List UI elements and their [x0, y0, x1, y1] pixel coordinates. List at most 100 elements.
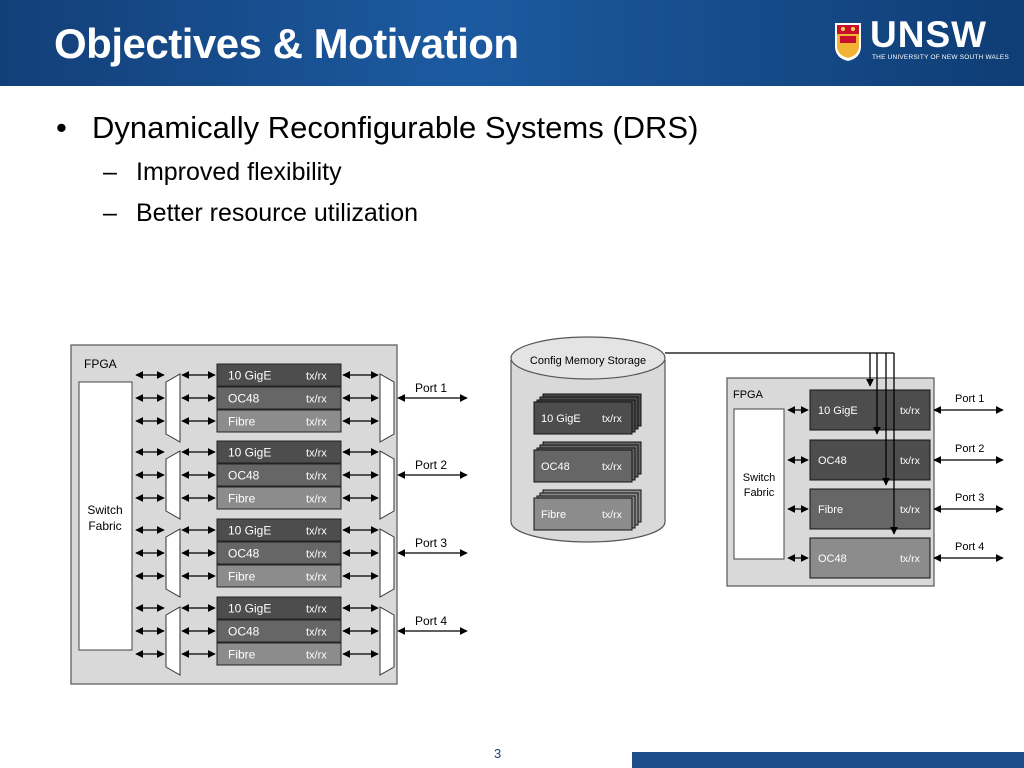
sub-bullet-text: Better resource utilization	[136, 199, 419, 227]
bullet-text: Dynamically Reconfigurable Systems (DRS)	[92, 110, 699, 145]
stack-label: OC48	[541, 461, 570, 473]
txrx-label: tx/rx	[306, 549, 327, 561]
interface-label: OC48	[228, 392, 260, 406]
interface-label: 10 GigE	[228, 602, 271, 616]
txrx-label: tx/rx	[900, 504, 921, 516]
output-mux	[379, 528, 395, 598]
txrx-label: tx/rx	[900, 405, 921, 417]
port-label: Port 4	[955, 541, 984, 553]
interface-block	[216, 486, 342, 510]
interface-label: OC48	[228, 625, 260, 639]
switch-fabric-label: Fabric	[88, 519, 121, 533]
port-label: Port 2	[415, 458, 447, 472]
interface-block	[216, 440, 342, 464]
bitstream-stack: Fibre tx/rx	[533, 489, 642, 531]
txrx-label: tx/rx	[900, 553, 921, 565]
input-mux	[165, 450, 181, 520]
port-label: Port 1	[955, 393, 984, 405]
dash-glyph: –	[103, 158, 117, 186]
interface-label: 10 GigE	[228, 524, 271, 538]
logo-subtext: THE UNIVERSITY OF NEW SOUTH WALES	[872, 54, 1009, 61]
interface-label: OC48	[228, 547, 260, 561]
interface-label: 10 GigE	[228, 369, 271, 383]
slot-block	[809, 389, 931, 431]
reconfigurable-slot: OC48 tx/rx Port 4	[787, 537, 1004, 579]
interface-block	[216, 363, 342, 387]
switch-fabric-label: Switch	[87, 503, 122, 517]
slot-block	[809, 439, 931, 481]
stack-front	[533, 497, 633, 531]
port-label: Port 1	[415, 381, 447, 395]
bullet-glyph: •	[56, 110, 67, 145]
txrx-label: tx/rx	[306, 526, 327, 538]
page-number: 3	[494, 746, 502, 761]
port-label: Port 3	[415, 536, 447, 550]
slot-block	[809, 537, 931, 579]
input-mux	[165, 606, 181, 676]
storage-cylinder-top	[510, 336, 666, 380]
crest-icon	[835, 23, 861, 61]
interface-block	[216, 564, 342, 588]
stack-front	[533, 449, 633, 483]
txrx-label: tx/rx	[900, 455, 921, 467]
sub-bullet-item: –Better resource utilization	[103, 199, 418, 228]
stack-front	[533, 401, 633, 435]
stack-label: 10 GigE	[541, 413, 581, 425]
interface-block	[216, 642, 342, 666]
txrx-label: tx/rx	[306, 650, 327, 662]
stack-label: Fibre	[541, 509, 566, 521]
slot-block	[809, 488, 931, 530]
bitstream-stack: OC48 tx/rx	[533, 441, 642, 483]
output-mux	[379, 450, 395, 520]
interface-label: 10 GigE	[228, 446, 271, 460]
interface-label: Fibre	[228, 570, 256, 584]
interface-block	[216, 619, 342, 643]
interface-label: Fibre	[228, 415, 256, 429]
txrx-label: tx/rx	[602, 509, 623, 521]
slide-title: Objectives & Motivation	[54, 20, 519, 67]
slot-label: 10 GigE	[818, 405, 858, 417]
slot-label: OC48	[818, 455, 847, 467]
reconfigurable-slot: 10 GigE tx/rx Port 1	[787, 389, 1004, 431]
interface-block	[216, 463, 342, 487]
interface-label: OC48	[228, 469, 260, 483]
output-mux	[379, 373, 395, 443]
txrx-label: tx/rx	[306, 572, 327, 584]
txrx-label: tx/rx	[306, 604, 327, 616]
interface-block	[216, 518, 342, 542]
txrx-label: tx/rx	[602, 413, 623, 425]
interface-label: Fibre	[228, 492, 256, 506]
interface-block	[216, 386, 342, 410]
txrx-label: tx/rx	[306, 371, 327, 383]
switch-fabric-box	[733, 408, 785, 560]
slot-label: Fibre	[818, 504, 843, 516]
txrx-label: tx/rx	[306, 394, 327, 406]
fpga-label: FPGA	[84, 357, 117, 371]
txrx-label: tx/rx	[306, 417, 327, 429]
footer-bar	[632, 752, 1024, 768]
bullet-item: • Dynamically Reconfigurable Systems (DRS…	[56, 110, 698, 146]
switch-fabric-label: Fabric	[744, 487, 775, 499]
interface-block	[216, 409, 342, 433]
port-label: Port 4	[415, 614, 447, 628]
switch-fabric-label: Switch	[743, 472, 775, 484]
sub-bullet-item: –Improved flexibility	[103, 158, 342, 187]
sub-bullet-text: Improved flexibility	[136, 158, 342, 186]
logo-wordmark: UNSW	[870, 14, 988, 55]
dash-glyph: –	[103, 199, 117, 227]
slot-label: OC48	[818, 553, 847, 565]
storage-label: Config Memory Storage	[530, 355, 646, 367]
switch-fabric-box	[78, 381, 133, 651]
unsw-logo: UNSW THE UNIVERSITY OF NEW SOUTH WALES	[834, 14, 1009, 66]
txrx-label: tx/rx	[602, 461, 623, 473]
interface-block	[216, 541, 342, 565]
